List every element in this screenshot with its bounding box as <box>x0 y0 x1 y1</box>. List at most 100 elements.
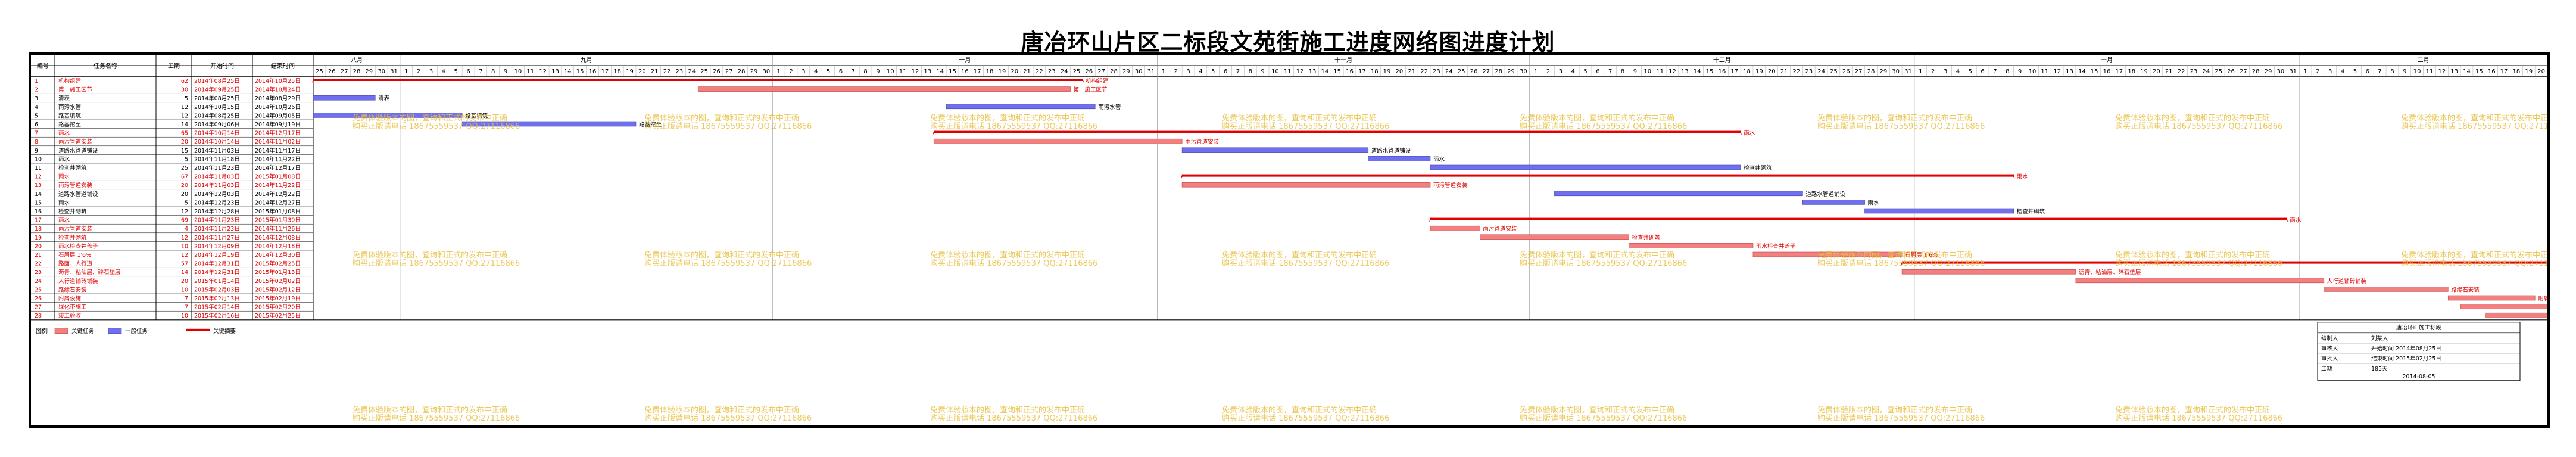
task-end: 2015年02月25日 <box>255 260 301 268</box>
task-end: 2015年01月08日 <box>255 208 301 215</box>
day-label: 25 <box>2215 69 2222 75</box>
day-label: 17 <box>2500 69 2508 75</box>
task-bar[interactable] <box>1368 156 1431 161</box>
day-label: 8 <box>1249 69 1252 75</box>
task-bar[interactable] <box>313 95 376 101</box>
day-label: 13 <box>1309 69 1317 75</box>
bar-label: 雨水 <box>1868 199 1880 206</box>
watermark-line: 购买正版请电话 18675559537 QQ:27116866 <box>644 259 812 268</box>
watermark-line: 购买正版请电话 18675559537 QQ:27116866 <box>2115 414 2282 423</box>
watermark-line: 购买正版请电话 18675559537 QQ:27116866 <box>1520 414 1687 423</box>
task-days: 30 <box>181 87 188 94</box>
watermark-line: 购买正版请电话 18675559537 QQ:27116866 <box>930 122 1097 131</box>
legend-summary-swatch <box>186 328 210 331</box>
watermark-line: 免费体验版本的图，查询和正式的发布中正确 <box>2115 250 2270 260</box>
day-label: 13 <box>2066 69 2073 75</box>
day-label: 4 <box>2341 69 2344 75</box>
task-end: 2014年09月19日 <box>255 121 301 128</box>
task-name: 道路水管道铺设 <box>58 147 98 154</box>
header-no: 编号 <box>37 62 49 70</box>
task-days: 15 <box>181 148 188 154</box>
watermark-line: 免费体验版本的图，查询和正式的发布中正确 <box>1520 113 1674 123</box>
task-start: 2014年10月14日 <box>194 138 240 145</box>
task-bar[interactable] <box>313 113 463 118</box>
task-bar[interactable] <box>1181 147 1369 153</box>
task-bar[interactable] <box>933 138 1183 144</box>
day-label: 25 <box>1830 69 1838 75</box>
task-end: 2015年02月19日 <box>255 295 301 302</box>
day-label: 3 <box>1186 69 1190 75</box>
month-label: 九月 <box>581 57 592 64</box>
day-label: 24 <box>1445 69 1453 75</box>
summary-bar <box>934 130 1741 133</box>
task-bar[interactable] <box>2447 295 2536 301</box>
watermark-line: 购买正版请电话 18675559537 QQ:27116866 <box>644 122 812 131</box>
month-label: 十月 <box>959 56 971 64</box>
task-start: 2014年12月28日 <box>194 208 240 215</box>
task-bar[interactable] <box>1752 251 1903 257</box>
day-label: 12 <box>912 69 919 75</box>
day-label: 20 <box>2153 69 2160 75</box>
task-bar[interactable] <box>1901 269 2076 275</box>
task-days: 7 <box>185 296 188 302</box>
task-bar[interactable] <box>697 86 1071 92</box>
day-label: 30 <box>2276 69 2284 75</box>
task-bar[interactable] <box>1430 164 1741 170</box>
task-bar[interactable] <box>1554 191 1803 197</box>
day-label: 13 <box>551 69 559 75</box>
day-label: 1 <box>1919 69 1922 75</box>
day-label: 4 <box>1956 69 1960 75</box>
day-label: 4 <box>1571 69 1575 75</box>
legend-summary-label: 关键摘要 <box>213 328 236 335</box>
task-bar[interactable] <box>461 121 637 127</box>
task-bar[interactable] <box>1430 225 1480 231</box>
day-label: 1 <box>1162 69 1165 75</box>
task-start: 2014年11月03日 <box>194 147 240 154</box>
task-bar[interactable] <box>1480 234 1629 240</box>
day-label: 4 <box>814 69 818 75</box>
summary-cap-start <box>1181 174 1185 179</box>
day-label: 17 <box>1358 69 1366 75</box>
task-bar[interactable] <box>1629 243 1754 248</box>
task-name: 竣工验收 <box>58 312 82 319</box>
watermark-line: 免费体验版本的图，查询和正式的发布中正确 <box>644 405 799 415</box>
day-label: 14 <box>936 69 944 75</box>
day-label: 29 <box>1122 69 1130 75</box>
task-bar[interactable] <box>2485 312 2547 318</box>
task-name: 雨污管道安装 <box>58 182 93 189</box>
legend-title: 图例 <box>36 327 48 335</box>
day-label: 16 <box>2488 69 2496 75</box>
header-start: 开始时间 <box>210 62 234 70</box>
watermark-line: 免费体验版本的图，查询和正式的发布中正确 <box>2401 250 2547 260</box>
bar-label: 雨水 <box>1433 156 1445 163</box>
task-start: 2014年11月27日 <box>194 234 240 241</box>
task-bar[interactable] <box>946 104 1096 110</box>
day-label: 10 <box>1643 69 1651 75</box>
task-no: 12 <box>35 174 42 181</box>
summary-cap-start <box>1429 217 1433 222</box>
page-title: 唐冶环山片区二标段文苑街施工进度网络图进度计划 <box>1021 29 1555 55</box>
task-no: 16 <box>35 209 42 215</box>
day-label: 28 <box>738 69 746 75</box>
day-label: 12 <box>2053 69 2061 75</box>
header-name: 任务名称 <box>93 62 117 70</box>
header-days: 工期 <box>168 63 180 70</box>
task-bar[interactable] <box>1802 200 1865 205</box>
task-bar[interactable] <box>1181 182 1431 188</box>
watermark-line: 免费体验版本的图，查询和正式的发布中正确 <box>930 250 1085 260</box>
day-label: 5 <box>827 69 830 75</box>
task-bar[interactable] <box>2324 287 2449 292</box>
summary-cap-start <box>312 79 316 83</box>
day-label: 25 <box>316 69 323 75</box>
watermark-line: 购买正版请电话 18675559537 QQ:27116866 <box>1817 122 1985 131</box>
day-label: 19 <box>2140 69 2148 75</box>
task-bar[interactable] <box>1864 208 2014 214</box>
bar-label: 雨水 <box>1744 130 1755 137</box>
task-start: 2014年08月25日 <box>194 112 240 119</box>
task-bar[interactable] <box>2075 278 2325 284</box>
task-bar[interactable] <box>2460 304 2547 309</box>
day-label: 14 <box>1321 69 1328 75</box>
task-name: 检查井砌筑 <box>58 164 87 172</box>
task-days: 5 <box>185 95 188 102</box>
